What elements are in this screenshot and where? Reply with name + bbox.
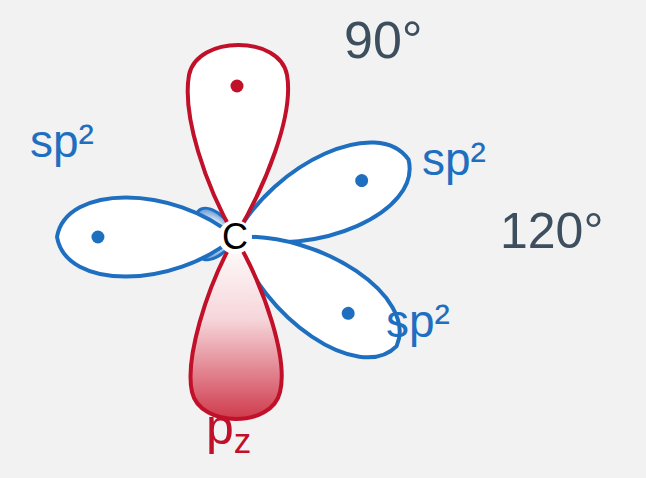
electron-dot — [353, 172, 370, 189]
angle-label: 90° — [344, 14, 423, 66]
electron-dot — [91, 231, 104, 244]
sp2-lobe — [57, 197, 235, 276]
orbital-label: sp² — [30, 118, 94, 164]
angle-label: 120° — [500, 206, 603, 256]
orbital-label: sp² — [386, 298, 450, 344]
atom-label: C — [222, 219, 248, 255]
orbital-label: pz — [206, 402, 251, 452]
pz-lobe-bottom — [191, 237, 282, 419]
nucleus-patch — [218, 220, 252, 254]
pz-lobe-top — [188, 45, 288, 237]
orbital-label: sp² — [422, 136, 486, 182]
electron-dot — [339, 304, 357, 322]
electron-dot — [231, 80, 244, 93]
